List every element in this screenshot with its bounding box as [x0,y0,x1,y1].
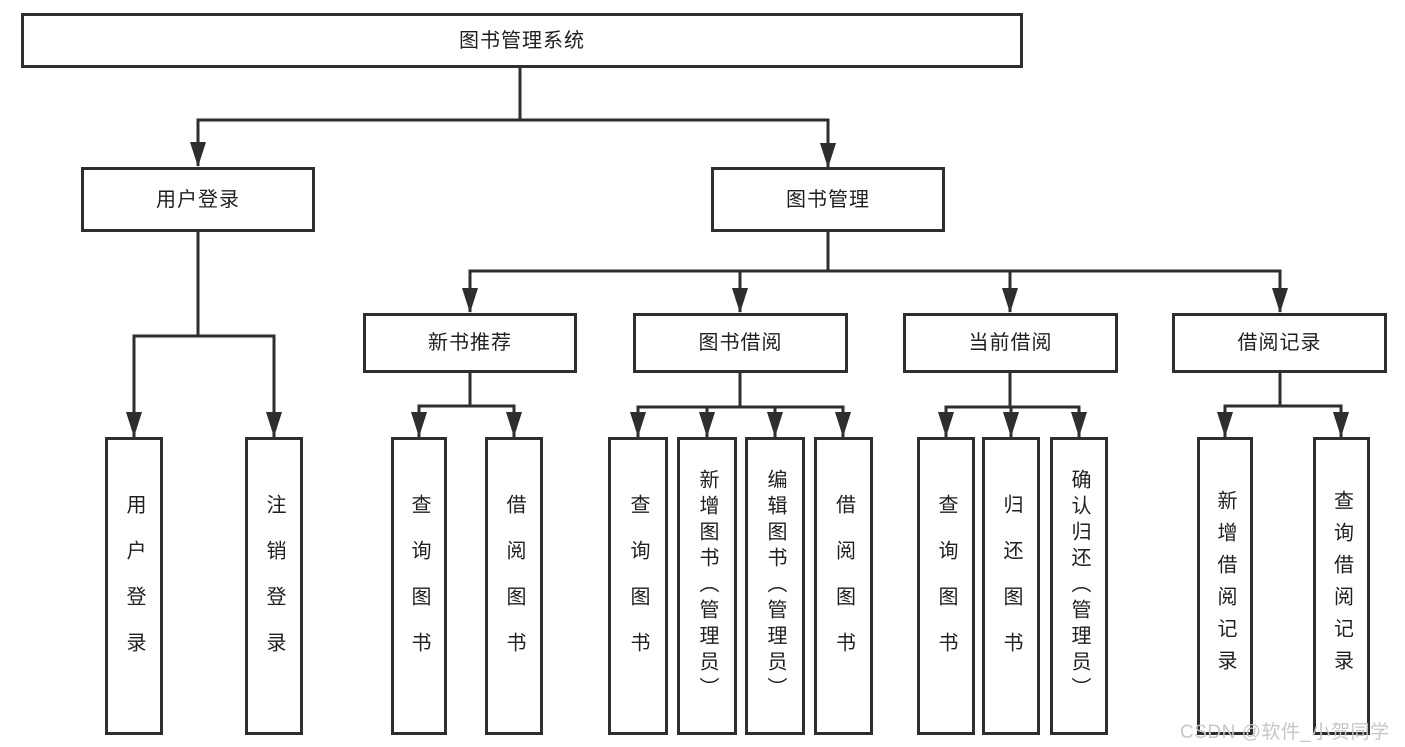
node-new-book-recommendation-label: 新书推荐 [428,332,512,354]
leaf-return-books: 归还图书 [982,437,1040,735]
arrow-icon [190,142,206,167]
arrow-icon [1272,288,1288,313]
node-user-login: 用户登录 [81,167,315,232]
tree-edges [132,68,1343,437]
node-book-borrowing-label: 图书借阅 [698,332,783,354]
edge-root-to-level2 [196,68,830,167]
node-book-management-label: 图书管理 [786,188,870,211]
node-book-management: 图书管理 [711,167,945,232]
node-borrowing-records: 借阅记录 [1172,313,1387,373]
leaf-query-books-current-label: 查询图书 [935,494,957,678]
arrow-icon [411,412,427,437]
leaf-borrow-books-recommend-label: 借阅图书 [503,494,525,678]
node-user-login-label: 用户登录 [156,188,240,211]
arrow-icon [820,143,836,168]
leaf-borrow-books-label: 借阅图书 [832,494,855,678]
arrow-icon [1003,412,1019,437]
arrowheads [126,142,1349,437]
leaf-add-books-admin: 新增图书（管理员） [677,437,737,735]
arrow-icon [630,412,646,437]
edge-userlogin-to-leaves [132,232,276,437]
arrow-icon [506,412,522,437]
node-book-borrowing: 图书借阅 [633,313,848,373]
leaf-confirm-return-admin: 确认归还（管理员） [1050,437,1108,735]
arrow-icon [462,288,478,313]
leaf-query-books-borrow: 查询图书 [608,437,668,735]
node-current-borrowing: 当前借阅 [903,313,1118,373]
arrow-icon [126,412,142,437]
arrow-icon [1333,412,1349,437]
leaf-logout-label: 注销登录 [263,494,285,678]
leaf-query-books-current: 查询图书 [917,437,975,735]
leaf-edit-books-admin-label: 编辑图书（管理员） [764,469,786,703]
leaf-add-books-admin-label: 新增图书（管理员） [696,469,718,703]
edge-bookmgmt-to-level3 [468,232,1282,312]
edge-newbook-to-leaves [417,373,516,437]
arrow-icon [1217,412,1233,437]
leaf-query-books-recommend-label: 查询图书 [408,494,430,678]
leaf-query-borrow-record: 查询借阅记录 [1313,437,1370,735]
leaf-borrow-books: 借阅图书 [814,437,873,735]
leaf-query-books-recommend: 查询图书 [391,437,447,735]
arrow-icon [699,412,715,437]
node-new-book-recommendation: 新书推荐 [363,313,577,373]
arrow-icon [835,412,851,437]
node-borrowing-records-label: 借阅记录 [1237,332,1322,354]
edge-borrowrecord-to-leaves [1223,373,1343,437]
leaf-query-books-borrow-label: 查询图书 [627,494,649,678]
arrow-icon [938,412,954,437]
leaf-borrow-books-recommend: 借阅图书 [485,437,543,735]
leaf-user-login-label: 用户登录 [123,494,145,678]
arrow-icon [767,412,783,437]
leaf-confirm-return-admin-label: 确认归还（管理员） [1068,469,1090,703]
arrow-icon [1002,288,1018,313]
leaf-user-login: 用户登录 [105,437,163,735]
leaf-logout: 注销登录 [245,437,303,735]
arrow-icon [1071,412,1087,437]
leaf-add-borrow-record-label: 新增借阅记录 [1214,490,1236,682]
node-library-system-label: 图书管理系统 [459,29,585,52]
csdn-watermark: CSDN @软件_小贺同学 [1180,722,1390,743]
leaf-add-borrow-record: 新增借阅记录 [1197,437,1253,735]
arrow-icon [732,288,748,313]
leaf-edit-books-admin: 编辑图书（管理员） [745,437,805,735]
arrow-icon [266,412,282,437]
node-library-system: 图书管理系统 [21,13,1023,68]
edge-bookborrow-to-leaves [636,373,845,437]
node-current-borrowing-label: 当前借阅 [968,332,1053,354]
leaf-query-borrow-record-label: 查询借阅记录 [1330,490,1353,682]
leaf-return-books-label: 归还图书 [1000,494,1022,678]
